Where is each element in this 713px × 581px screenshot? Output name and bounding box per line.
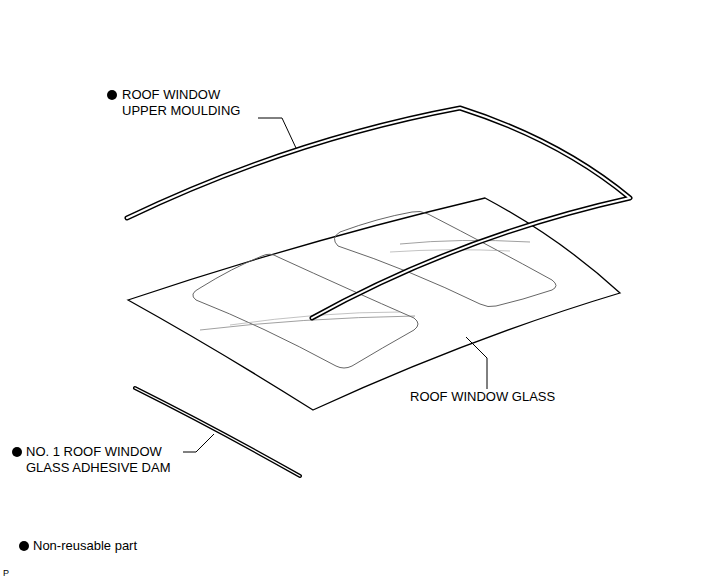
window-opening [193, 254, 418, 368]
leader-line [466, 337, 487, 389]
legend-text: Non-reusable part [33, 538, 137, 554]
reflection-line [400, 240, 530, 244]
leader-line [258, 118, 296, 148]
roof-window-glass [128, 198, 620, 410]
moulding-outline [127, 108, 630, 318]
non-reusable-mark [12, 447, 22, 457]
glass-outline [128, 198, 620, 410]
part-name: ROOF WINDOW GLASS [410, 389, 580, 405]
upper-moulding [127, 108, 630, 318]
non-reusable-mark [19, 541, 29, 551]
part-name: NO. 1 ROOF WINDOW GLASS ADHESIVE DAM [26, 444, 181, 476]
page-mark: P [3, 567, 23, 579]
leader-line [183, 434, 214, 452]
part-name: ROOF WINDOW UPPER MOULDING [122, 87, 246, 119]
non-reusable-mark [107, 90, 117, 100]
reflection-line [200, 316, 415, 330]
moulding-face [127, 108, 630, 318]
